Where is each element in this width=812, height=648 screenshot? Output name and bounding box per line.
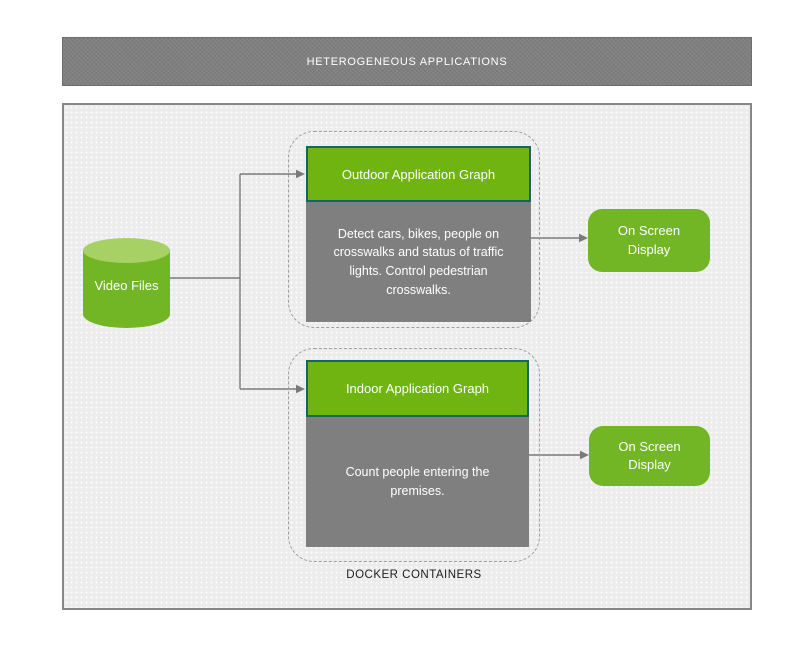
docker-group-indoor <box>288 348 540 562</box>
docker-group-outdoor <box>288 131 540 328</box>
indoor-application-graph-title: Indoor Application Graph <box>345 381 490 396</box>
docker-containers-label: DOCKER CONTAINERS <box>346 569 482 581</box>
video-files-label: Video Files <box>94 278 159 293</box>
cylinder-top-ellipse <box>83 238 170 263</box>
cylinder-body <box>83 250 170 328</box>
indoor-application-graph-body: Count people entering the premises. <box>306 417 529 547</box>
title-bar: HETEROGENEOUS APPLICATIONS <box>62 37 752 86</box>
outdoor-application-graph-description: Detect cars, bikes, people on crosswalks… <box>333 226 504 297</box>
outdoor-application-graph-title: Outdoor Application Graph <box>341 166 496 182</box>
on-screen-display-2: On Screen Display <box>589 426 710 486</box>
on-screen-display-1-label: On Screen Display <box>617 223 681 257</box>
outdoor-application-graph-body: Detect cars, bikes, people on crosswalks… <box>306 202 531 322</box>
page-title: HETEROGENEOUS APPLICATIONS <box>306 55 508 68</box>
on-screen-display-1: On Screen Display <box>588 209 710 272</box>
indoor-application-graph-header: Indoor Application Graph <box>306 360 529 417</box>
outdoor-application-graph-header: Outdoor Application Graph <box>306 146 531 202</box>
indoor-application-graph-description: Count people entering the premises. <box>345 465 490 498</box>
video-files-cylinder: Video Files <box>83 238 170 328</box>
on-screen-display-2-label: On Screen Display <box>618 438 681 472</box>
